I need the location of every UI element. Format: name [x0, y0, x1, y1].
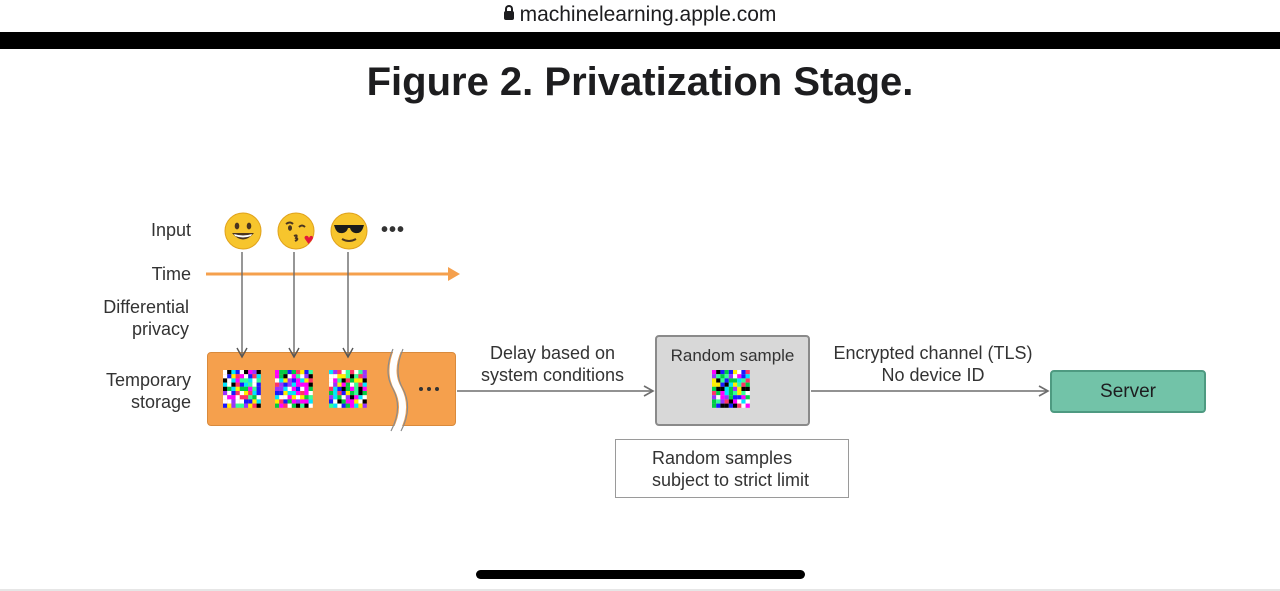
server-box: Server — [1050, 370, 1206, 413]
delay-label-line2: system conditions — [480, 365, 625, 385]
storage-ellipsis-dot-3 — [435, 387, 439, 391]
input-label: Input — [150, 220, 191, 240]
lock-icon — [503, 5, 514, 20]
more-inputs-ellipsis: ••• — [381, 219, 406, 241]
delay-label: Delay based on system conditions — [465, 342, 640, 386]
encrypted-channel-label-line1: Encrypted channel (TLS) — [833, 343, 1033, 363]
delay-label-line1: Delay based on — [489, 343, 616, 363]
random-samples-note-box: Random samples subject to strict limit — [615, 439, 849, 498]
differential-privacy-label-line1: Differential — [103, 297, 189, 317]
temporary-storage-label-line2: storage — [130, 392, 191, 412]
temporary-storage-label-line1: Temporary — [105, 370, 191, 390]
url-text: machinelearning.apple.com — [519, 3, 777, 26]
random-samples-note-text: Random samples subject to strict limit — [652, 447, 809, 491]
page-header-bar — [0, 32, 1280, 49]
differential-privacy-label-line2: privacy — [131, 319, 189, 339]
temporary-storage-label: Temporary storage — [60, 369, 191, 413]
encrypted-channel-label: Encrypted channel (TLS) No device ID — [823, 342, 1043, 386]
figure-title: Figure 2. Privatization Stage. — [366, 60, 914, 104]
privatized-record-2 — [275, 370, 313, 408]
note-line2: subject to strict limit — [652, 470, 810, 490]
time-arrow-head — [448, 267, 460, 281]
storage-ellipsis-dot-2 — [427, 387, 431, 391]
sampled-record — [712, 370, 750, 408]
home-indicator[interactable] — [476, 570, 805, 579]
url-display[interactable]: machinelearning.apple.com — [0, 3, 1280, 27]
privatized-record-3 — [329, 370, 367, 408]
smiling-face-with-sunglasses-emoji — [330, 212, 368, 250]
grinning-face-emoji — [224, 212, 262, 250]
note-line1: Random samples — [652, 448, 793, 468]
random-sample-label: Random sample — [670, 346, 795, 365]
browser-address-bar[interactable]: machinelearning.apple.com — [0, 0, 1280, 32]
privatized-record-1 — [223, 370, 261, 408]
differential-privacy-label: Differential privacy — [60, 296, 189, 340]
bottom-divider — [0, 589, 1280, 591]
storage-break-line-right — [397, 348, 409, 432]
storage-break-line-left — [387, 348, 399, 432]
storage-ellipsis-dot-1 — [419, 387, 423, 391]
time-label: Time — [151, 264, 191, 284]
storage-break-gap — [389, 347, 406, 433]
no-device-id-label: No device ID — [881, 365, 985, 385]
face-blowing-kiss-emoji — [277, 212, 315, 250]
